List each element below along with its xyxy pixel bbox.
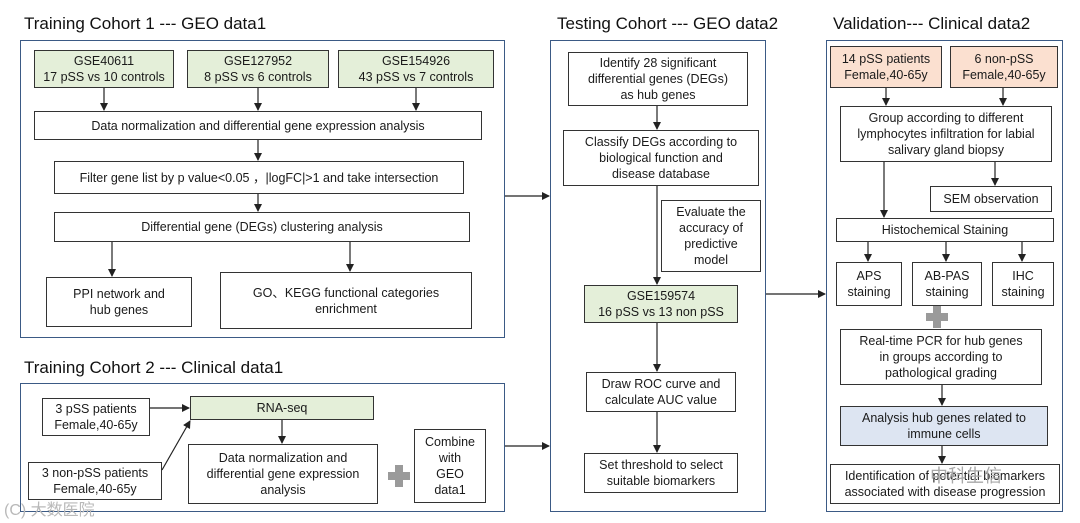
- clinical-normalization-box: Data normalization and differential gene…: [188, 444, 378, 504]
- analysis-immune-cells-box: Analysis hub genes related to immune cel…: [840, 406, 1048, 446]
- ihc-staining-box: IHC staining: [992, 262, 1054, 306]
- aps-staining-box: APS staining: [836, 262, 902, 306]
- data-normalization-box: Data normalization and differential gene…: [34, 111, 482, 140]
- testing-cohort-panel: [550, 40, 766, 512]
- go-kegg-enrichment-box: GO、KEGG functional categories enrichment: [220, 272, 472, 329]
- classify-degs-box: Classify DEGs according to biological fu…: [563, 130, 759, 186]
- draw-roc-box: Draw ROC curve and calculate AUC value: [586, 372, 736, 412]
- rna-seq-box: RNA-seq: [190, 396, 374, 420]
- non-pss-6-box: 6 non-pSS Female,40-65y: [950, 46, 1058, 88]
- evaluate-accuracy-box: Evaluate the accuracy of predictive mode…: [661, 200, 761, 272]
- validation-panel: [826, 40, 1063, 512]
- watermark-bottom-right: 中科生信: [930, 466, 1002, 486]
- real-time-pcr-box: Real-time PCR for hub genes in groups ac…: [840, 329, 1042, 385]
- gse40611-box: GSE40611 17 pSS vs 10 controls: [34, 50, 174, 88]
- training-cohort-2-title: Training Cohort 2 --- Clinical data1: [24, 358, 284, 377]
- non-pss-3-patients-box: 3 non-pSS patients Female,40-65y: [28, 462, 162, 500]
- gse154926-box: GSE154926 43 pSS vs 7 controls: [338, 50, 494, 88]
- training-cohort-1-title: Training Cohort 1 --- GEO data1: [24, 14, 267, 33]
- plus-icon-validation: [926, 306, 948, 328]
- ppi-network-box: PPI network and hub genes: [46, 277, 192, 327]
- gse127952-box: GSE127952 8 pSS vs 6 controls: [187, 50, 329, 88]
- filter-gene-list-box: Filter gene list by p value<0.05 ，|logFC…: [54, 161, 464, 194]
- set-threshold-box: Set threshold to select suitable biomark…: [584, 453, 738, 493]
- validation-title: Validation--- Clinical data2: [833, 14, 1031, 33]
- plus-icon-training2: [388, 465, 410, 487]
- pss-3-patients-box: 3 pSS patients Female,40-65y: [42, 398, 150, 436]
- training-cohort-1-panel: [20, 40, 505, 338]
- sem-observation-box: SEM observation: [930, 186, 1052, 212]
- combine-geo-box: Combine with GEO data1: [414, 429, 486, 503]
- gse159574-box: GSE159574 16 pSS vs 13 non pSS: [584, 285, 738, 323]
- watermark-bottom-left: (C) 大数医院: [4, 502, 95, 519]
- deg-clustering-box: Differential gene (DEGs) clustering anal…: [54, 212, 470, 242]
- group-lymphocytes-box: Group according to different lymphocytes…: [840, 106, 1052, 162]
- histochemical-staining-box: Histochemical Staining: [836, 218, 1054, 242]
- identify-hub-genes-box: Identify 28 significant differential gen…: [568, 52, 748, 106]
- ab-pas-staining-box: AB-PAS staining: [912, 262, 982, 306]
- training-cohort-2-panel: [20, 383, 505, 512]
- testing-cohort-title: Testing Cohort --- GEO data2: [557, 14, 779, 33]
- identification-biomarkers-box: Identification of potential biomarkers a…: [830, 464, 1060, 504]
- pss-14-patients-box: 14 pSS patients Female,40-65y: [830, 46, 942, 88]
